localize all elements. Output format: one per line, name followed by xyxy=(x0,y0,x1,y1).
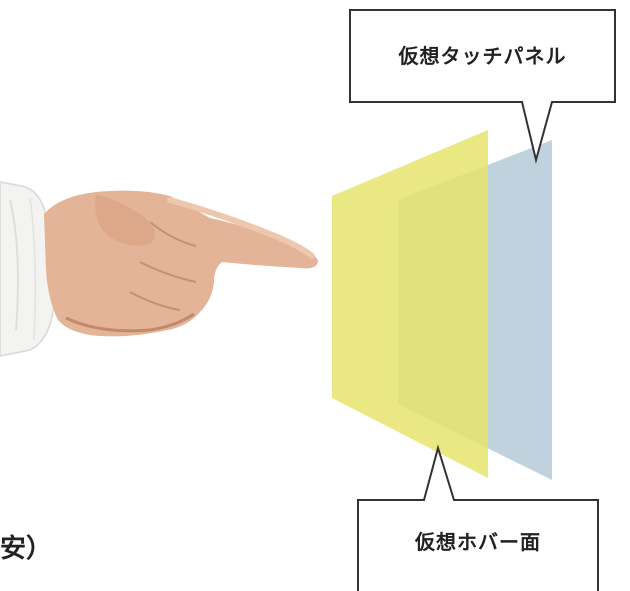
callout-touch-panel xyxy=(349,9,616,164)
sleeve xyxy=(0,181,55,357)
caption-fragment: 安） xyxy=(0,534,53,564)
virtual-hover-plane xyxy=(332,130,488,478)
callout-touch-panel-label: 仮想タッチパネル xyxy=(398,44,567,68)
callout-hover-plane xyxy=(357,444,599,591)
callout-hover-plane-label: 仮想ホバー面 xyxy=(415,530,541,554)
pointing-hand xyxy=(44,190,318,337)
